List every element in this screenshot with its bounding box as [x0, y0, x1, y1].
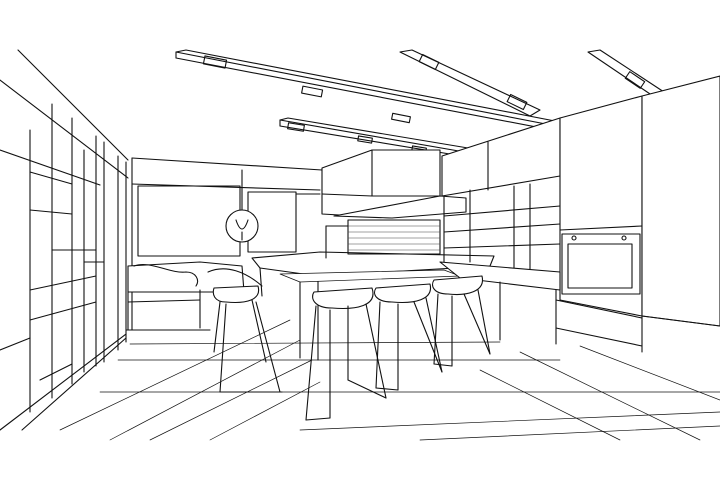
sofa [127, 261, 263, 331]
bar-stool-1 [212, 285, 283, 393]
pendant-lamp [225, 169, 259, 243]
room-walls [125, 157, 323, 331]
ceiling-track-lights [175, 49, 665, 159]
right-cabinets [439, 75, 720, 353]
range-hood [321, 149, 467, 259]
left-glass-partition [0, 49, 129, 431]
bar-stool-4 [431, 275, 491, 367]
bar-stool-2 [305, 287, 387, 421]
bar-stool-3 [374, 283, 443, 391]
floor-planks [59, 319, 720, 441]
kitchen-island [251, 251, 495, 361]
